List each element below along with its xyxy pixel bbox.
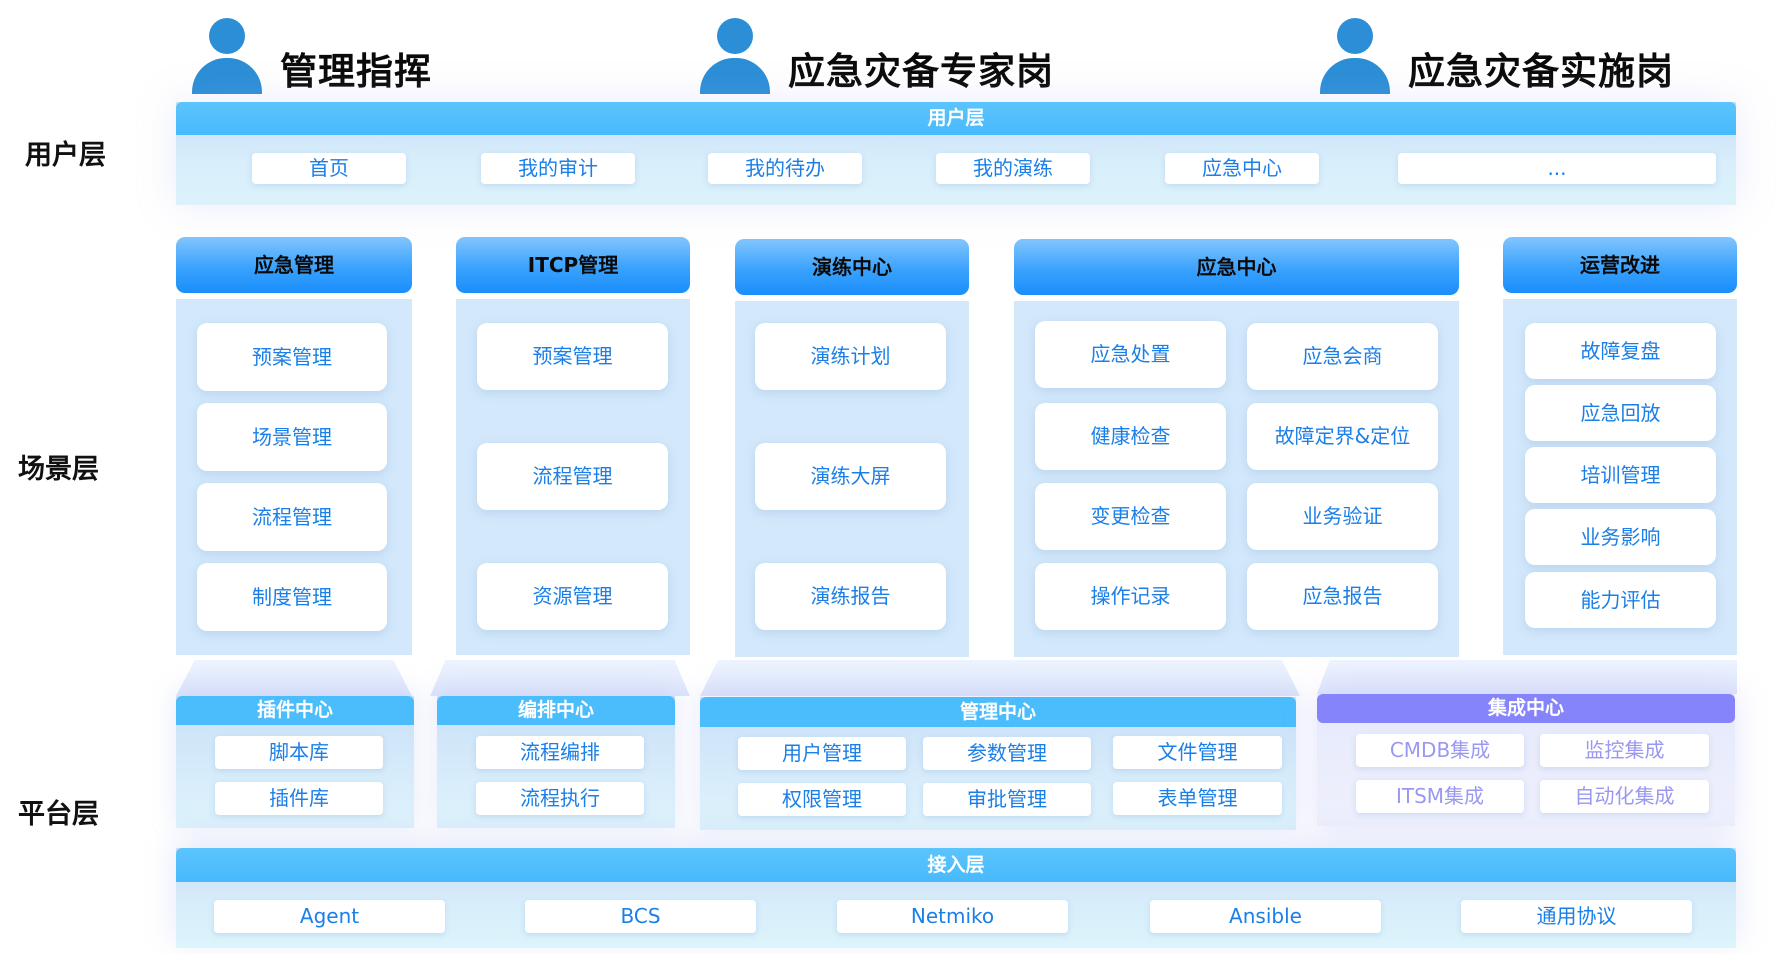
user-item-my-drill[interactable]: 我的演练 <box>936 153 1090 184</box>
scene-item-capability-eval[interactable]: 能力评估 <box>1525 572 1716 628</box>
platform-plugin-center: 插件中心 脚本库 插件库 <box>176 696 414 828</box>
user-item-emergency-center[interactable]: 应急中心 <box>1165 153 1319 184</box>
user-layer-panel: 用户层 首页 我的审计 我的待办 我的演练 应急中心 ... <box>176 102 1736 205</box>
scene-item-plan[interactable]: 预案管理 <box>477 323 668 390</box>
user-item-my-todo[interactable]: 我的待办 <box>708 153 862 184</box>
persona-title: 应急灾备实施岗 <box>1408 50 1674 93</box>
scene-item-process[interactable]: 流程管理 <box>197 483 387 551</box>
side-label-user-layer: 用户层 <box>25 140 106 171</box>
scene-col-emergency-management: 应急管理 预案管理 场景管理 流程管理 制度管理 <box>176 237 412 657</box>
scene-item-business-impact[interactable]: 业务影响 <box>1525 509 1716 565</box>
access-item-netmiko[interactable]: Netmiko <box>837 900 1068 933</box>
platform-item-itsm-integration[interactable]: ITSM集成 <box>1356 780 1524 813</box>
platform-item-permission-management[interactable]: 权限管理 <box>738 783 906 816</box>
scene-item-process[interactable]: 流程管理 <box>477 443 668 510</box>
scene-item-drill-plan[interactable]: 演练计划 <box>755 323 946 390</box>
scene-col-operation-improvement: 运营改进 故障复盘 应急回放 培训管理 业务影响 能力评估 <box>1503 237 1737 657</box>
persona-title: 应急灾备专家岗 <box>788 50 1054 93</box>
access-item-agent[interactable]: Agent <box>214 900 445 933</box>
scene-col-title: 应急管理 <box>176 237 412 293</box>
platform-item-automation-integration[interactable]: 自动化集成 <box>1540 780 1709 813</box>
persona-management-command: 管理指挥 <box>192 14 432 94</box>
platform-item-approval-management[interactable]: 审批管理 <box>923 783 1091 816</box>
scene-item-fault-review[interactable]: 故障复盘 <box>1525 323 1716 379</box>
scene-item-emergency-handling[interactable]: 应急处置 <box>1035 321 1226 388</box>
scene-col-drill-center: 演练中心 演练计划 演练大屏 演练报告 <box>735 239 969 659</box>
scene-item-business-verify[interactable]: 业务验证 <box>1247 483 1438 550</box>
scene-item-scenario[interactable]: 场景管理 <box>197 403 387 471</box>
scene-item-fault-locate[interactable]: 故障定界&定位 <box>1247 403 1438 470</box>
scene-item-change-check[interactable]: 变更检查 <box>1035 483 1226 550</box>
platform-item-cmdb-integration[interactable]: CMDB集成 <box>1356 734 1524 767</box>
connector-shape <box>430 660 690 696</box>
platform-item-file-management[interactable]: 文件管理 <box>1113 736 1282 769</box>
person-icon <box>1320 18 1390 94</box>
platform-item-parameter-management[interactable]: 参数管理 <box>923 737 1091 770</box>
scene-col-title: ITCP管理 <box>456 237 690 293</box>
scene-col-title: 运营改进 <box>1503 237 1737 293</box>
scene-item-drill-screen[interactable]: 演练大屏 <box>755 443 946 510</box>
connector-shape <box>1317 660 1737 694</box>
user-item-my-audit[interactable]: 我的审计 <box>481 153 635 184</box>
user-item-more[interactable]: ... <box>1398 153 1716 184</box>
platform-item-script-library[interactable]: 脚本库 <box>215 736 383 769</box>
person-icon <box>192 18 262 94</box>
access-item-generic-protocol[interactable]: 通用协议 <box>1461 900 1692 933</box>
scene-item-emergency-report[interactable]: 应急报告 <box>1247 563 1438 630</box>
scene-item-plan[interactable]: 预案管理 <box>197 323 387 391</box>
scene-col-emergency-center: 应急中心 应急处置 应急会商 健康检查 故障定界&定位 变更检查 业务验证 操作… <box>1014 239 1459 659</box>
user-item-home[interactable]: 首页 <box>252 153 406 184</box>
platform-group-title: 插件中心 <box>176 696 414 725</box>
platform-item-flow-orchestration[interactable]: 流程编排 <box>476 736 644 769</box>
scene-item-training[interactable]: 培训管理 <box>1525 447 1716 503</box>
access-item-bcs[interactable]: BCS <box>525 900 756 933</box>
scene-item-emergency-consult[interactable]: 应急会商 <box>1247 323 1438 390</box>
scene-col-itcp-management: ITCP管理 预案管理 流程管理 资源管理 <box>456 237 690 657</box>
platform-item-plugin-library[interactable]: 插件库 <box>215 782 383 815</box>
side-label-platform-layer: 平台层 <box>18 799 99 830</box>
platform-item-monitor-integration[interactable]: 监控集成 <box>1540 734 1709 767</box>
connector-shape <box>176 660 412 696</box>
scene-item-emergency-replay[interactable]: 应急回放 <box>1525 385 1716 441</box>
platform-integration-center: 集成中心 CMDB集成 监控集成 ITSM集成 自动化集成 <box>1317 694 1735 826</box>
persona-emergency-expert: 应急灾备专家岗 <box>700 14 1054 94</box>
connector-shape <box>700 660 1300 696</box>
access-layer-panel: 接入层 Agent BCS Netmiko Ansible 通用协议 <box>176 848 1736 948</box>
scene-item-resource[interactable]: 资源管理 <box>477 563 668 630</box>
scene-item-health-check[interactable]: 健康检查 <box>1035 403 1226 470</box>
scene-item-drill-report[interactable]: 演练报告 <box>755 563 946 630</box>
scene-item-policy[interactable]: 制度管理 <box>197 563 387 631</box>
scene-item-operation-log[interactable]: 操作记录 <box>1035 563 1226 630</box>
platform-item-form-management[interactable]: 表单管理 <box>1113 782 1282 815</box>
access-item-ansible[interactable]: Ansible <box>1150 900 1381 933</box>
persona-title: 管理指挥 <box>280 50 432 93</box>
person-icon <box>700 18 770 94</box>
platform-group-title: 集成中心 <box>1317 694 1735 723</box>
platform-group-title: 编排中心 <box>437 696 675 725</box>
platform-group-title: 管理中心 <box>700 697 1296 727</box>
access-layer-title: 接入层 <box>176 848 1736 882</box>
platform-management-center: 管理中心 用户管理 参数管理 文件管理 权限管理 审批管理 表单管理 <box>700 697 1296 830</box>
side-label-scene-layer: 场景层 <box>18 454 99 485</box>
scene-col-title: 演练中心 <box>735 239 969 295</box>
platform-item-flow-execution[interactable]: 流程执行 <box>476 782 644 815</box>
user-layer-title: 用户层 <box>176 102 1736 135</box>
persona-emergency-implementer: 应急灾备实施岗 <box>1320 14 1674 94</box>
platform-orchestration-center: 编排中心 流程编排 流程执行 <box>437 696 675 828</box>
scene-col-title: 应急中心 <box>1014 239 1459 295</box>
platform-item-user-management[interactable]: 用户管理 <box>738 737 906 770</box>
